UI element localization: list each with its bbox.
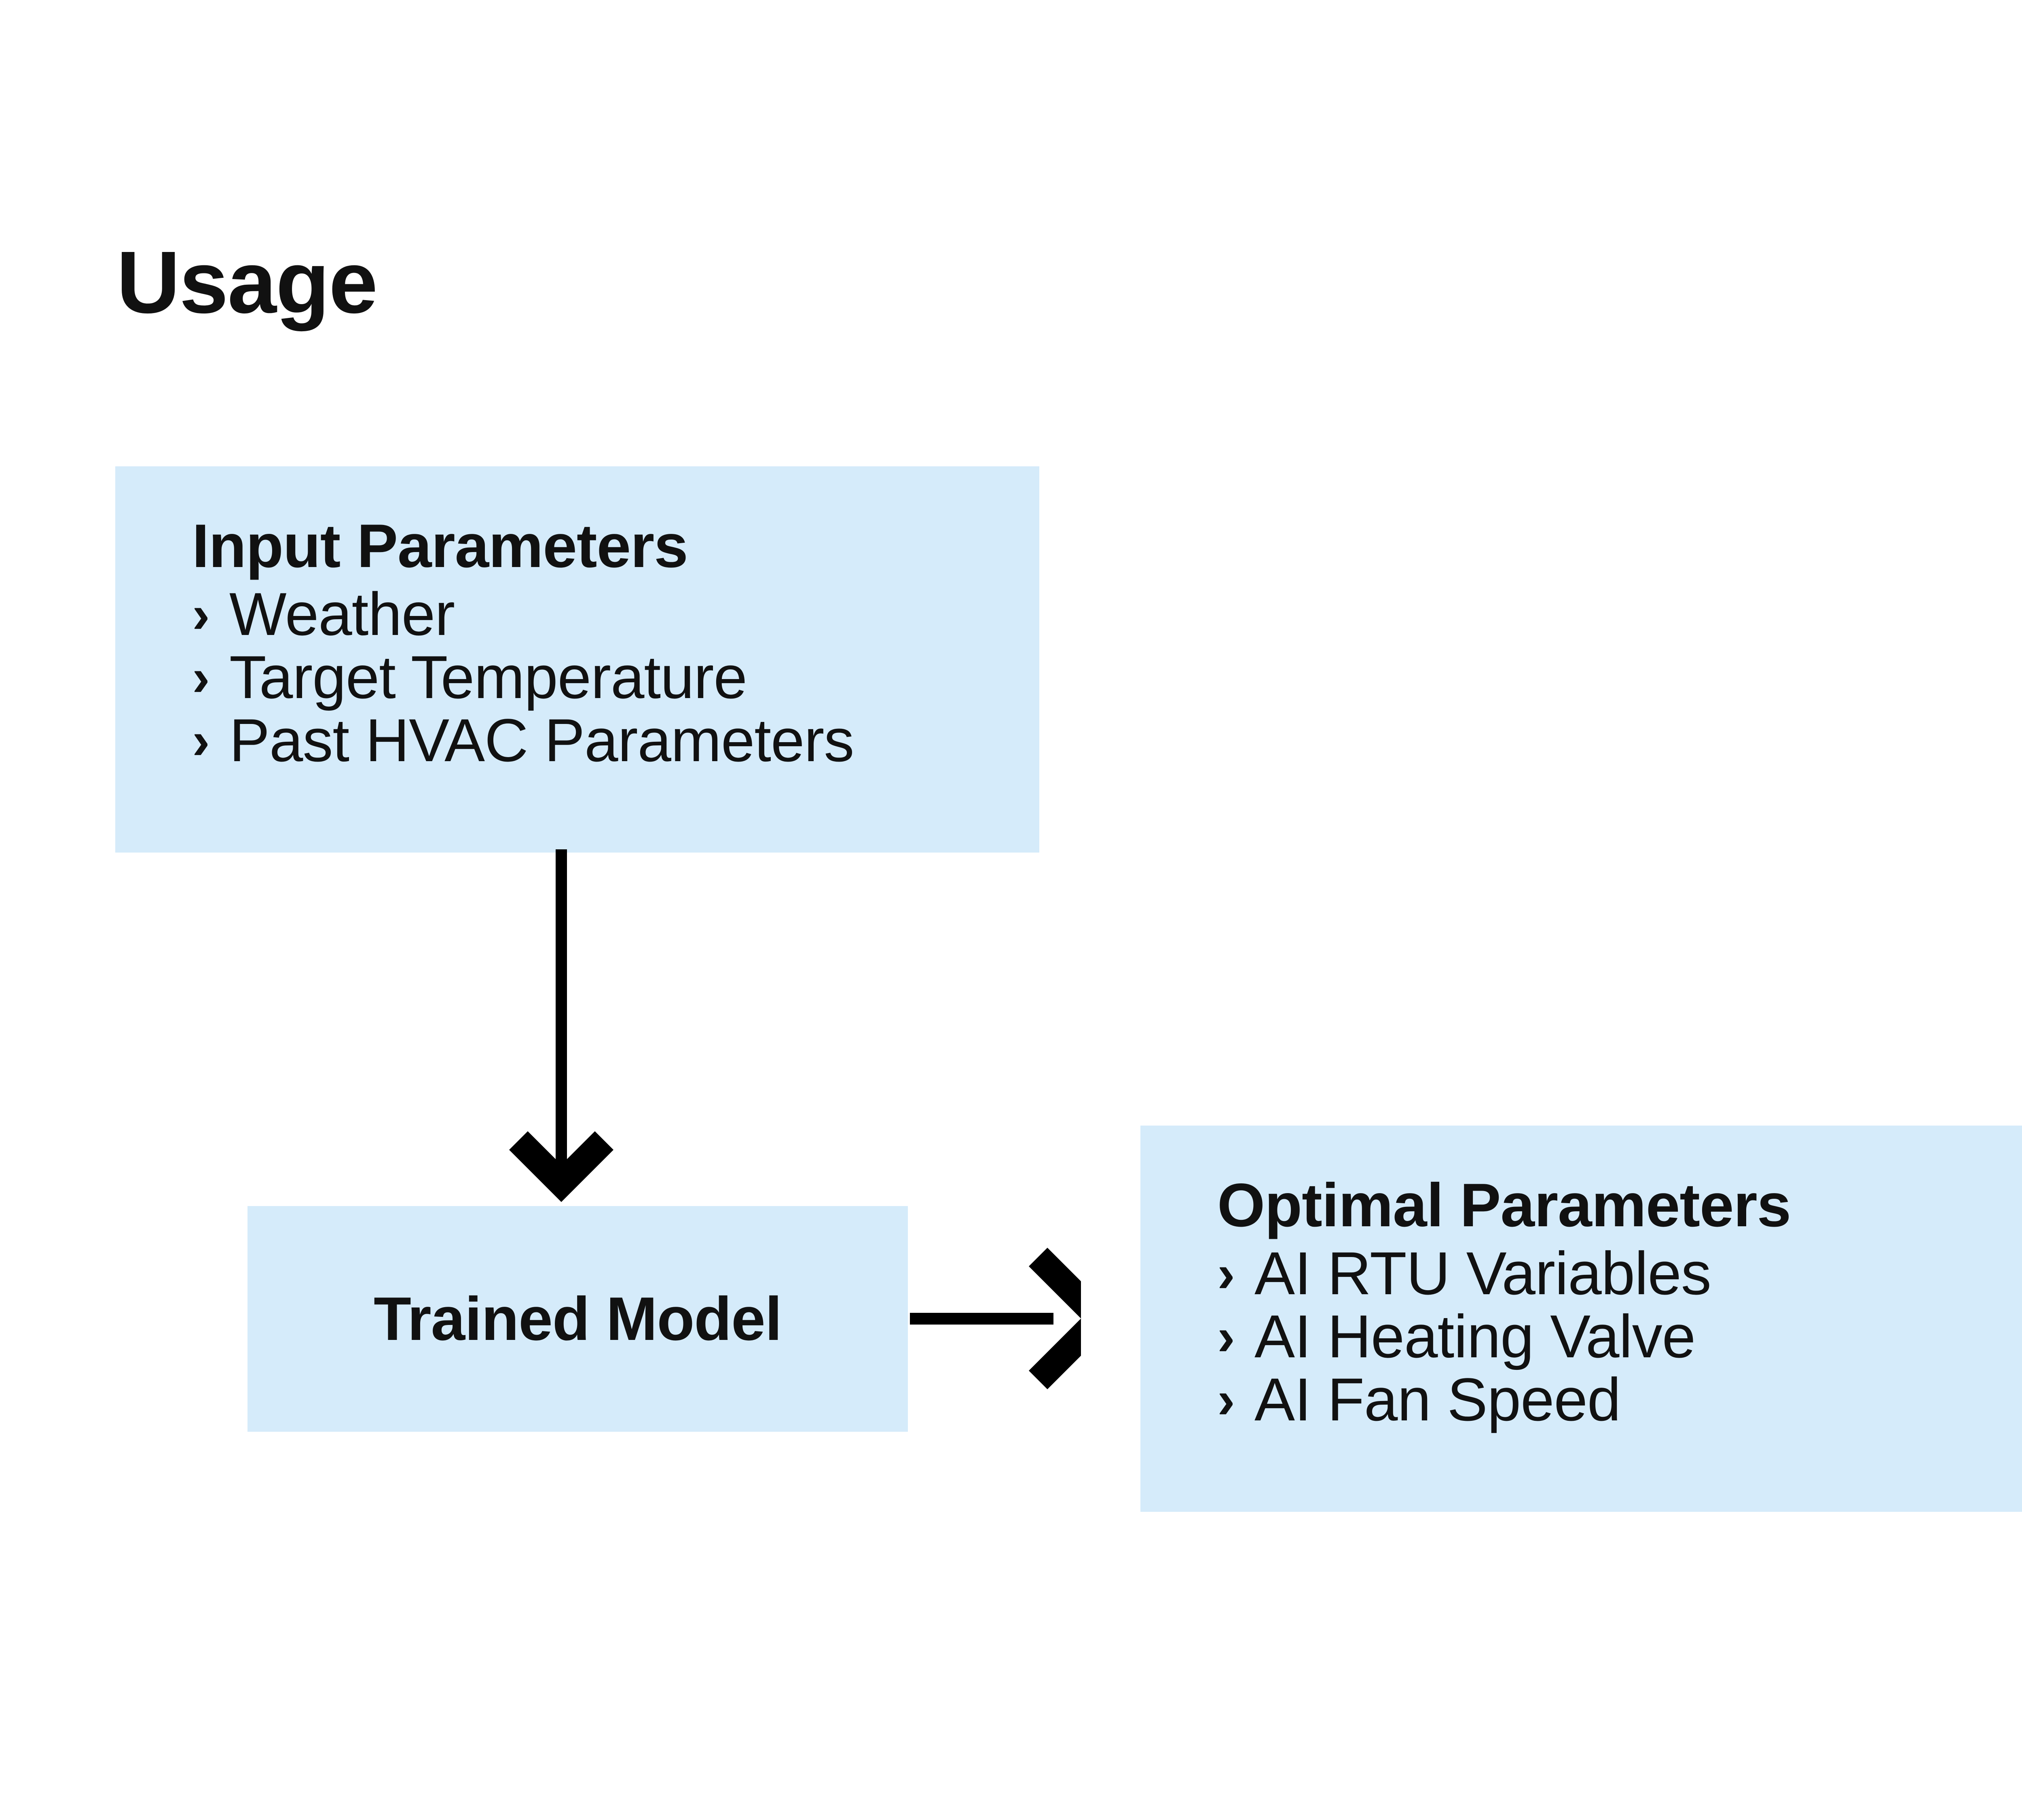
list-item-label: Target Temperature	[229, 643, 747, 711]
list-item-label: Weather	[229, 580, 455, 648]
page-title: Usage	[116, 233, 378, 332]
optimal-parameters-list: › AI RTU Variables › AI Heating Valve › …	[1217, 1242, 2022, 1431]
list-item-label: AI Heating Valve	[1254, 1302, 1696, 1371]
arrow-input-to-model	[509, 849, 613, 1202]
list-item: › Weather	[192, 582, 1039, 645]
chevron-right-icon: ›	[1217, 1244, 1235, 1304]
list-item-label: Past HVAC Parameters	[229, 706, 854, 775]
arrow-model-to-optimal	[910, 1248, 1081, 1389]
trained-model-label: Trained Model	[374, 1285, 782, 1353]
list-item: › AI Heating Valve	[1217, 1305, 2022, 1368]
chevron-right-icon: ›	[192, 584, 210, 644]
chevron-right-icon: ›	[1217, 1370, 1235, 1430]
input-parameters-list: › Weather › Target Temperature › Past HV…	[192, 582, 1039, 772]
node-input-parameters[interactable]: Input Parameters › Weather › Target Temp…	[115, 466, 1039, 853]
chevron-right-icon: ›	[192, 711, 210, 770]
chevron-right-icon: ›	[192, 648, 210, 707]
list-item-label: AI Fan Speed	[1254, 1365, 1621, 1434]
list-item: › AI Fan Speed	[1217, 1368, 2022, 1431]
list-item-label: AI RTU Variables	[1254, 1239, 1711, 1308]
list-item: › AI RTU Variables	[1217, 1242, 2022, 1305]
optimal-parameters-heading: Optimal Parameters	[1217, 1171, 1791, 1240]
node-optimal-parameters[interactable]: Optimal Parameters › AI RTU Variables › …	[1140, 1126, 2022, 1512]
list-item: › Target Temperature	[192, 645, 1039, 709]
chevron-right-icon: ›	[1217, 1307, 1235, 1367]
list-item: › Past HVAC Parameters	[192, 709, 1039, 772]
node-trained-model[interactable]: Trained Model	[247, 1206, 908, 1432]
input-parameters-heading: Input Parameters	[192, 512, 688, 580]
